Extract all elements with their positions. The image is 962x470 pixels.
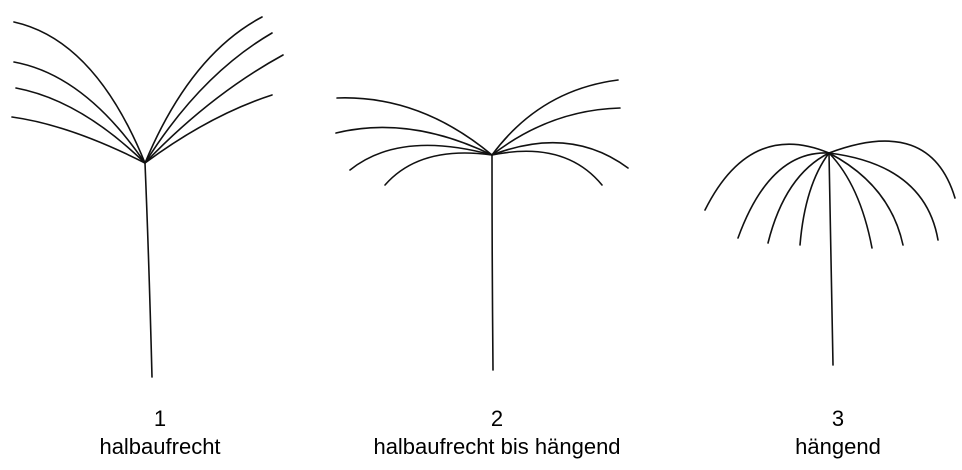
figure-2-frond <box>492 151 602 185</box>
figure-3-frond <box>829 141 955 198</box>
figure-1-stem <box>145 163 152 377</box>
figure-2-label: halbaufrecht bis hängend <box>337 433 657 461</box>
figure-2-frond <box>492 80 618 155</box>
figure-3-number: 3 <box>678 405 962 433</box>
figure-3-frond <box>800 153 829 245</box>
figure-1-drawing <box>12 17 283 377</box>
figure-3-stem <box>829 153 833 365</box>
figure-3-caption: 3 hängend <box>678 405 962 461</box>
figure-2-frond <box>350 145 492 170</box>
figure-2-stem <box>492 155 493 370</box>
figure-1-label: halbaufrecht <box>0 433 320 461</box>
figure-3-frond <box>829 153 938 240</box>
figure-1-number: 1 <box>0 405 320 433</box>
figure-2-frond <box>336 127 492 155</box>
figure-1-frond <box>12 117 145 163</box>
figure-2-drawing <box>336 80 628 370</box>
figure-1-frond <box>145 55 283 163</box>
figure-2-caption: 2 halbaufrecht bis hängend <box>337 405 657 461</box>
figure-3-label: hängend <box>678 433 962 461</box>
figure-3-frond <box>829 153 872 248</box>
figure-3-drawing <box>705 141 955 365</box>
figure-3-frond <box>738 153 829 238</box>
figure-2-frond <box>492 143 628 168</box>
figure-1-caption: 1 halbaufrecht <box>0 405 320 461</box>
figure-1-frond <box>145 17 262 163</box>
figure-2-frond <box>385 153 492 185</box>
figure-1-frond <box>16 88 145 163</box>
figure-2-number: 2 <box>337 405 657 433</box>
